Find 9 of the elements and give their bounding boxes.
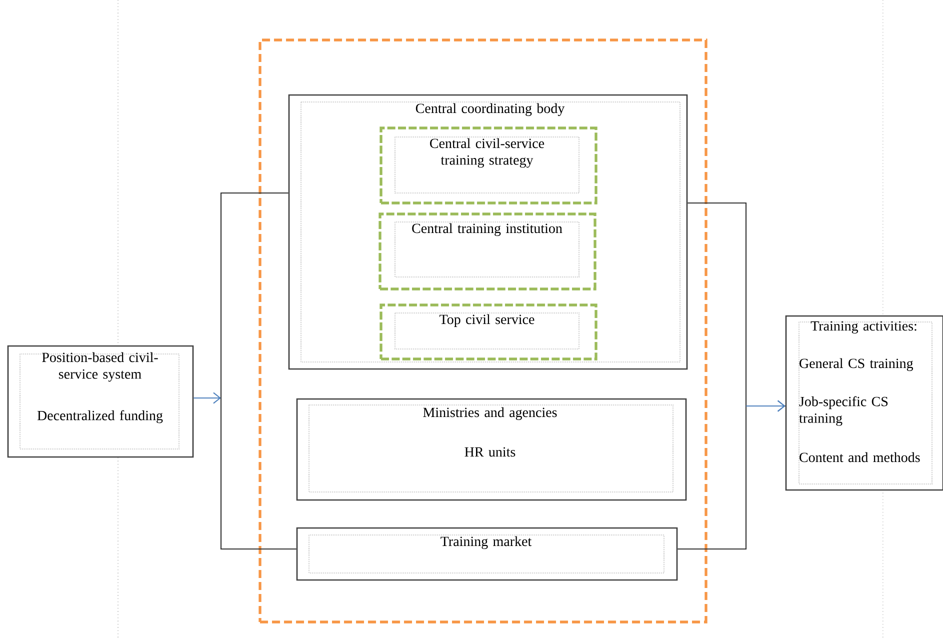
process-box: Ministries and agencies HR units	[296, 398, 687, 501]
dashed-group-box: Central civil-service training strategy	[380, 126, 598, 204]
connector-arrow	[678, 400, 786, 550]
dashed-group-box: Top civil service	[380, 304, 598, 360]
connector-arrow	[194, 392, 221, 404]
dashed-group-box: Central training institution	[378, 212, 596, 290]
process-box: Position-based civil-service system Decentralized funding	[7, 345, 194, 458]
process-box: Training activities: General CS training Job-specific CS training Content and methods	[785, 315, 943, 491]
process-box: Training market	[296, 527, 678, 581]
